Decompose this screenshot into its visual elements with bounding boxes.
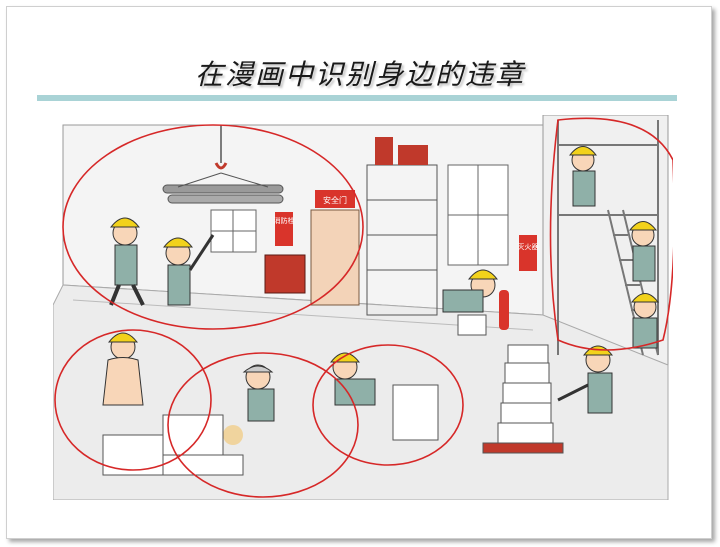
stacked-boxes [482,344,564,454]
welding-sparks-icon [223,425,243,445]
safety-cartoon-illustration: 消防栓 安全门 灭火器 [53,115,673,500]
fire-hydrant-sign [275,212,293,246]
violation-circle-hoisting [62,124,364,330]
title-divider [37,95,677,101]
violation-circle-scaffold [549,117,673,351]
worker-pulling-cart [557,345,614,414]
worker-on-ladder [628,221,658,282]
safety-door-sign [315,190,355,208]
extinguisher-label: 灭火器 [518,243,539,251]
violation-circles [54,117,673,498]
window-right [447,164,509,266]
crane-hook-icon [214,162,228,170]
gas-can [375,137,393,165]
fire-extinguisher-icon [499,290,509,330]
violation-circle-grinding [312,344,464,466]
safety-door [310,209,360,306]
toolbox [398,145,428,165]
violation-circle-welding [167,352,359,498]
worker-pointing [162,234,215,306]
stone-slabs [102,414,244,476]
extinguisher-sign [519,235,537,271]
fire-hydrant-label: 消防栓 [274,216,295,225]
violation-circle-unprotected [54,329,212,471]
worker-on-scaffold [568,146,598,207]
worker-grinding [329,352,439,441]
fire-hydrant-box [264,254,306,294]
scaffold [557,120,659,355]
window-left [210,209,257,253]
safety-door-label: 安全门 [323,195,347,205]
slide: 在漫画中识别身边的违章 消防 [6,6,712,539]
worker-welding [223,364,275,445]
worker-climbing [630,293,660,349]
slide-title: 在漫画中识别身边的违章 [194,58,525,91]
worker-no-uniform [102,332,144,406]
suspended-pipes [162,172,284,204]
worker-lifting [442,269,499,336]
worker-walking [109,217,145,306]
